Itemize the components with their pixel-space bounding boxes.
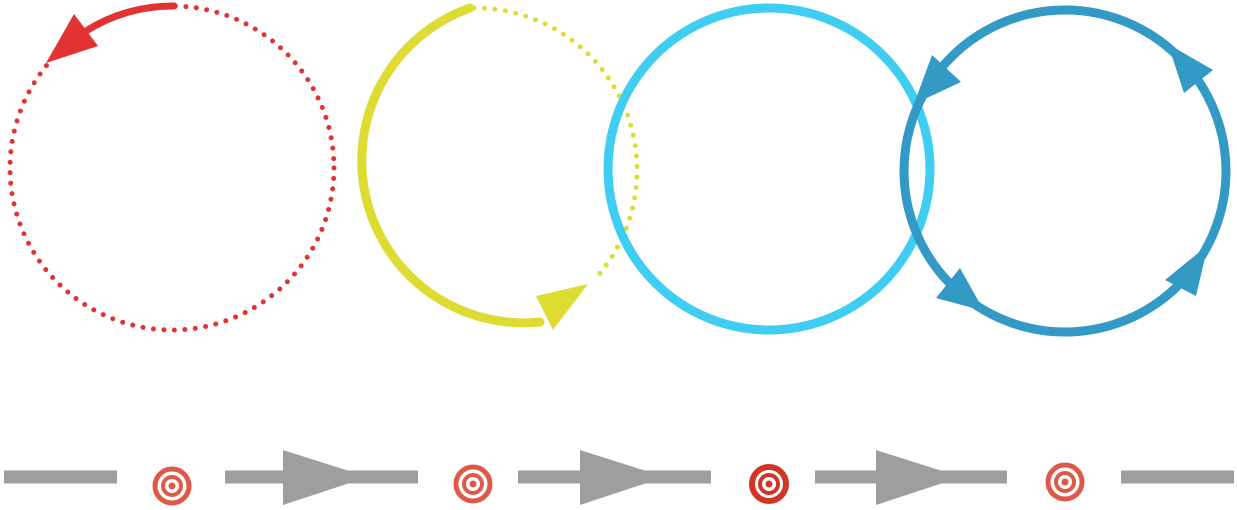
blue-arrowhead-top-left-icon [914, 55, 961, 104]
cycle-stage-cyan [603, 3, 935, 335]
timeline [4, 450, 1234, 506]
target-icon [1045, 462, 1085, 502]
timeline-arrow-2-icon [580, 450, 665, 505]
red-solid-arc [82, 2, 178, 35]
yellow-solid-arc [357, 3, 545, 328]
cycle-stage-blue [899, 5, 1231, 337]
cyan-circle [603, 3, 935, 335]
red-arrowhead-icon [46, 14, 98, 63]
red-dotted-circle [7, 3, 337, 333]
blue-arrowhead-bottom-right-icon [1165, 245, 1208, 296]
yellow-arrowhead-icon [536, 284, 588, 330]
target-icon [152, 466, 192, 506]
target-icon [749, 464, 789, 504]
blue-arrowhead-bottom-left-icon [936, 268, 984, 311]
timeline-arrow-1-icon [283, 450, 368, 505]
cycle-stage-red [7, 2, 337, 333]
target-icon [453, 464, 493, 504]
blue-circle [899, 5, 1231, 337]
timeline-arrow-3-icon [876, 450, 961, 505]
cycle-stage-yellow [357, 3, 640, 330]
blue-arrowhead-top-right-icon [1168, 44, 1213, 93]
